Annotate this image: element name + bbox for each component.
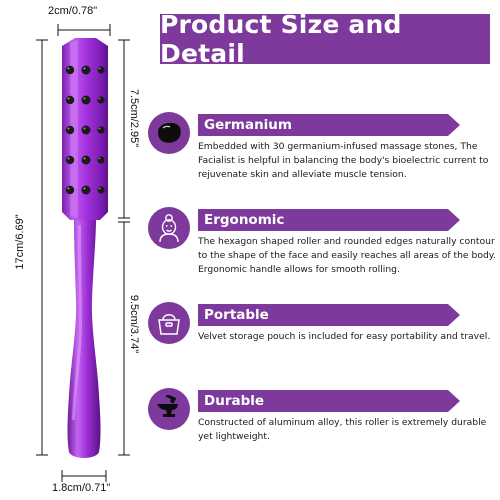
dimension-lines (36, 24, 130, 482)
feature-germanium: Germanium Embedded with 30 germanium-inf… (148, 112, 498, 192)
face-icon (148, 207, 190, 249)
head-length-label: 7.5cm/2.95" (128, 88, 140, 148)
feature-portable: Portable Velvet storage pouch is include… (148, 302, 498, 372)
roller-handle (67, 220, 101, 458)
header-banner: Product Size and Detail (160, 10, 490, 68)
feature-description: The hexagon shaped roller and rounded ed… (198, 236, 496, 275)
anvil-icon (148, 388, 190, 430)
feature-description: Constructed of aluminum alloy, this roll… (198, 417, 487, 442)
feature-ergonomic: Ergonomic The hexagon shaped roller and … (148, 207, 498, 287)
feature-title: Germanium (198, 114, 460, 136)
page-title: Product Size and Detail (160, 10, 402, 68)
top-width-label: 2cm/0.78" (48, 5, 98, 17)
feature-durable: Durable Constructed of aluminum alloy, t… (148, 388, 498, 458)
feature-description: Velvet storage pouch is included for eas… (198, 331, 491, 342)
feature-title: Durable (198, 390, 460, 412)
product-illustration (36, 24, 130, 482)
feature-description: Embedded with 30 germanium-infused massa… (198, 141, 489, 180)
total-length-label: 17cm/6.69" (14, 214, 26, 270)
feature-title: Portable (198, 304, 460, 326)
handbag-icon (148, 302, 190, 344)
bottom-width-label: 1.8cm/0.71" (52, 482, 111, 494)
handle-length-label: 9.5cm/3.74" (128, 294, 140, 354)
stone-icon (148, 112, 190, 154)
feature-title: Ergonomic (198, 209, 460, 231)
